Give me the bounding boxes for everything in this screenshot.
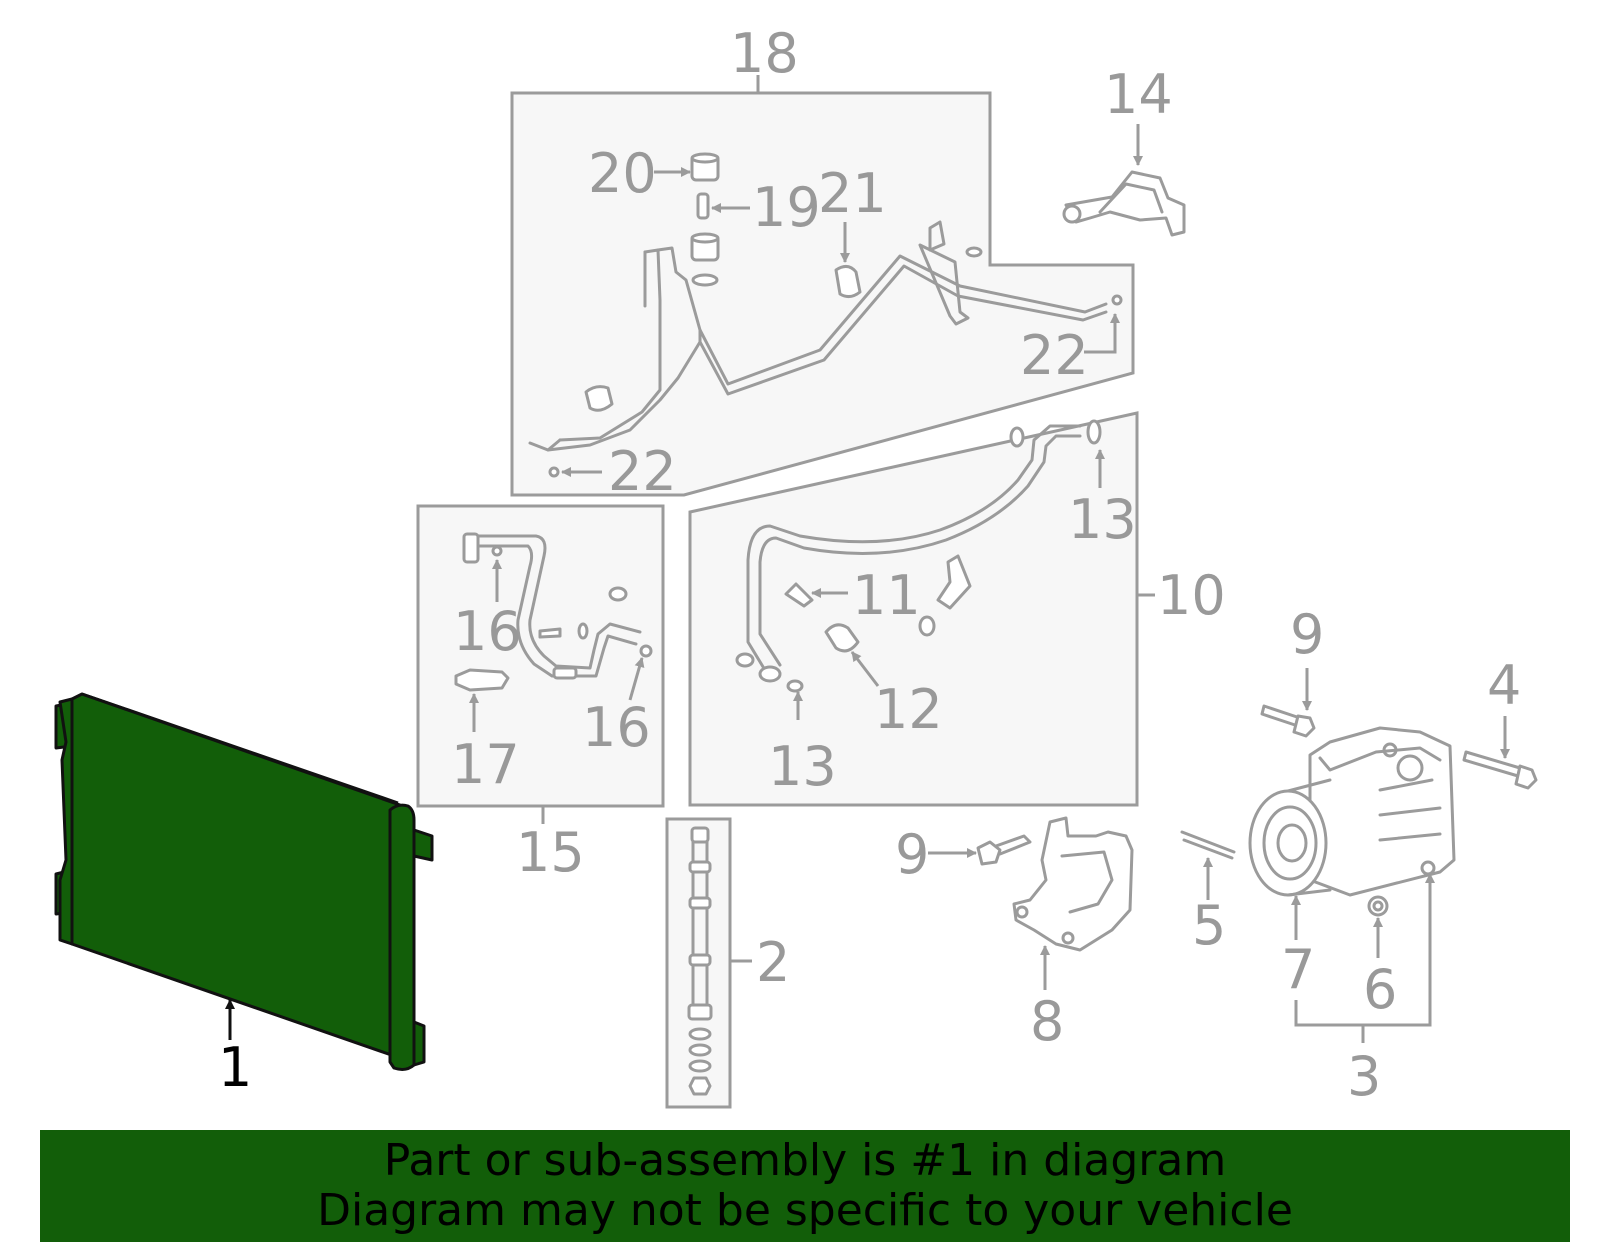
- condenser-part-1[interactable]: [54, 692, 434, 1071]
- callout-7: 7: [1281, 938, 1315, 1001]
- callout-5: 5: [1192, 894, 1226, 957]
- nut-part-6[interactable]: [1367, 895, 1389, 917]
- bracket-part-8[interactable]: [1012, 816, 1134, 952]
- box-10-parts[interactable]: [735, 419, 1102, 693]
- callout-9-upper: 9: [1290, 603, 1324, 666]
- bolt-part-9-lower[interactable]: [976, 834, 1032, 866]
- callout-14: 14: [1104, 63, 1173, 126]
- bolt-part-4[interactable]: [1462, 750, 1538, 790]
- callout-9-lower: 9: [895, 823, 929, 886]
- callout-10: 10: [1157, 564, 1226, 627]
- callout-17: 17: [451, 733, 520, 796]
- callout-22-left: 22: [608, 440, 677, 503]
- box-18-parts[interactable]: [528, 152, 1123, 478]
- leader-arrows: [225, 124, 1510, 1043]
- bolt-part-9-upper[interactable]: [1260, 704, 1316, 738]
- assembly-box-18: [510, 75, 1135, 497]
- callout-6: 6: [1363, 958, 1397, 1021]
- callout-20: 20: [588, 142, 657, 205]
- callout-8: 8: [1030, 990, 1064, 1053]
- callout-11: 11: [852, 564, 921, 627]
- callout-19: 19: [752, 176, 821, 239]
- banner-line-2: Diagram may not be specific to your vehi…: [317, 1185, 1293, 1236]
- stud-part-5[interactable]: [1180, 830, 1236, 860]
- callout-22-right: 22: [1020, 324, 1089, 387]
- callout-4: 4: [1487, 654, 1521, 717]
- callout-labels: 1 2 3 4 5 6 7 8 9 9 10 11 12 13 13 14 15…: [218, 22, 1521, 1108]
- bracket-part-14[interactable]: [1062, 170, 1186, 237]
- callout-2: 2: [756, 931, 790, 994]
- callout-16-left: 16: [453, 600, 522, 663]
- assembly-box-15: [416, 504, 665, 824]
- callout-1: 1: [218, 1036, 252, 1099]
- drier-part-2[interactable]: [687, 826, 713, 1096]
- callout-21: 21: [818, 162, 887, 225]
- callout-16-right: 16: [582, 696, 651, 759]
- callout-13-upper: 13: [1068, 488, 1137, 551]
- info-banner: Part or sub-assembly is #1 in diagram Di…: [40, 1130, 1570, 1242]
- box-15-parts[interactable]: [454, 532, 653, 692]
- callout-18: 18: [730, 22, 799, 85]
- callout-12: 12: [874, 678, 943, 741]
- compressor-part-7[interactable]: [1248, 726, 1456, 897]
- banner-line-1: Part or sub-assembly is #1 in diagram: [383, 1135, 1227, 1186]
- callout-13-lower: 13: [768, 735, 837, 798]
- callout-15: 15: [516, 821, 585, 884]
- assembly-box-10: [688, 411, 1155, 807]
- callout-3: 3: [1347, 1045, 1381, 1108]
